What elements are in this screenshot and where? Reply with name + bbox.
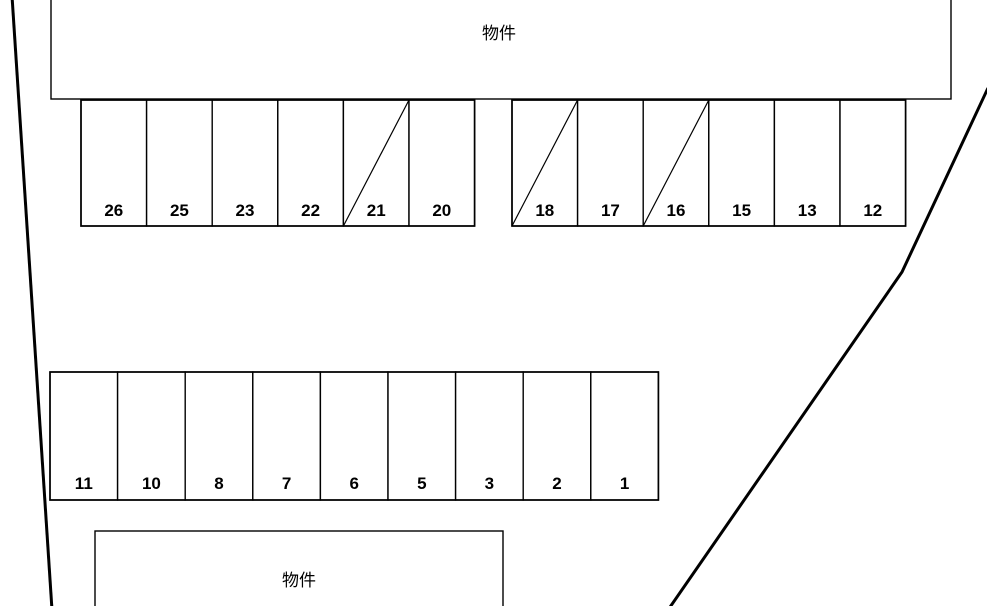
- parking-stall-2[interactable]: 2: [522, 371, 592, 501]
- parking-stall-23[interactable]: 23: [211, 99, 279, 227]
- parking-stall-15[interactable]: 15: [708, 99, 776, 227]
- block-upper-left-outline: [80, 99, 476, 227]
- stall-outline-20[interactable]: [408, 99, 476, 227]
- stall-number-1: 1: [620, 474, 629, 493]
- stall-outline-6[interactable]: [319, 371, 389, 501]
- parking-stall-22[interactable]: 22: [277, 99, 345, 227]
- property-boundaries-layer: [10, 0, 987, 606]
- stall-number-6: 6: [349, 474, 358, 493]
- stall-number-11: 11: [75, 474, 93, 493]
- stall-number-3: 3: [485, 474, 494, 493]
- building-top-label: 物件: [482, 24, 516, 44]
- parking-stall-20[interactable]: 20: [408, 99, 476, 227]
- block-lower: 11 10 8 7 6 5 3 2 1: [49, 371, 660, 501]
- parking-stall-11[interactable]: 11: [49, 371, 119, 501]
- stall-outline-26[interactable]: [80, 99, 148, 227]
- block-lower-outline: [49, 371, 660, 501]
- parking-stall-8[interactable]: 8: [184, 371, 254, 501]
- stall-number-2: 2: [552, 474, 561, 493]
- stall-number-22: 22: [301, 201, 320, 220]
- parking-stall-16[interactable]: 16: [642, 99, 710, 227]
- stall-number-5: 5: [417, 474, 426, 493]
- stall-number-20: 20: [432, 201, 451, 220]
- parking-stall-6[interactable]: 6: [319, 371, 389, 501]
- stall-number-16: 16: [667, 201, 686, 220]
- parking-stall-21[interactable]: 21: [342, 99, 410, 227]
- left-property-line: [10, 0, 54, 606]
- parking-stall-26[interactable]: 26: [80, 99, 148, 227]
- parking-stall-3[interactable]: 3: [454, 371, 524, 501]
- parking-stall-17[interactable]: 17: [576, 99, 644, 227]
- stall-diagonal-marking-21: [342, 99, 410, 227]
- stall-outline-10[interactable]: [116, 371, 186, 501]
- stall-number-12: 12: [863, 201, 882, 220]
- block-upper-left: 26 25 23 22 21 20: [80, 99, 476, 227]
- parking-stall-13[interactable]: 13: [773, 99, 841, 227]
- stall-outline-25[interactable]: [145, 99, 213, 227]
- stall-number-23: 23: [236, 201, 255, 220]
- parking-stall-12[interactable]: 12: [839, 99, 907, 227]
- parking-stall-1[interactable]: 1: [590, 371, 660, 501]
- stall-outline-11[interactable]: [49, 371, 119, 501]
- building-top-outline: [50, 0, 952, 100]
- parking-stall-7[interactable]: 7: [252, 371, 322, 501]
- stall-number-15: 15: [732, 201, 751, 220]
- stall-number-7: 7: [282, 474, 291, 493]
- stall-number-26: 26: [104, 201, 123, 220]
- stall-number-21: 21: [367, 201, 386, 220]
- stall-number-13: 13: [798, 201, 817, 220]
- block-upper-right: 18 17 16 15 13 12: [511, 99, 907, 227]
- stall-outline-1[interactable]: [590, 371, 660, 501]
- parking-stall-25[interactable]: 25: [145, 99, 213, 227]
- parking-stall-10[interactable]: 10: [116, 371, 186, 501]
- parking-stall-5[interactable]: 5: [387, 371, 457, 501]
- stall-number-10: 10: [142, 474, 161, 493]
- stall-number-8: 8: [214, 474, 223, 493]
- building-bottom-outline: [94, 530, 504, 606]
- right-property-line: [668, 87, 987, 606]
- parking-stall-18[interactable]: 18: [511, 99, 579, 227]
- stall-number-18: 18: [535, 201, 554, 220]
- stall-outline-13[interactable]: [773, 99, 841, 227]
- stall-diagonal-marking-18: [511, 99, 579, 227]
- building-top: 物件: [50, 0, 952, 100]
- stall-number-25: 25: [170, 201, 189, 220]
- building-bottom-label: 物件: [282, 571, 316, 591]
- block-upper-right-outline: [511, 99, 907, 227]
- stall-diagonal-marking-16: [642, 99, 710, 227]
- stall-number-17: 17: [601, 201, 620, 220]
- building-bottom: 物件: [94, 530, 504, 606]
